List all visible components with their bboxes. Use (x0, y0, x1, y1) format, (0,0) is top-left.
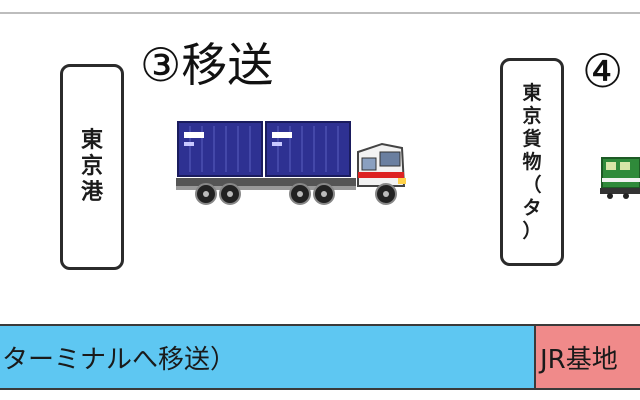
step-4-title: ④ (582, 44, 624, 98)
tokyo-port-label: 東 京 港 (81, 128, 103, 206)
top-frame-line (0, 0, 640, 14)
tokyo-port-box: 東 京 港 (60, 64, 124, 270)
tokyo-freight-char: 物 (522, 150, 542, 173)
step-3-title: ③移送 (140, 38, 274, 92)
tokyo-freight-char: タ (522, 196, 542, 219)
jr-base-band: JR基地 (536, 324, 640, 390)
tokyo-port-char: 東 (80, 128, 103, 153)
tokyo-freight-char: 東 (522, 81, 542, 104)
tokyo-freight-char: 京 (522, 104, 542, 127)
transport-to-terminal-band: ターミナルへ移送） (0, 324, 536, 390)
tokyo-port-char: 港 (80, 180, 103, 205)
freight-locomotive-icon (600, 157, 640, 199)
jr-base-band-label: JR基地 (540, 344, 618, 375)
tokyo-freight-char: ） (522, 219, 542, 242)
tokyo-freight-terminal-box: 東 京 貨 物 （ タ ） (500, 58, 564, 266)
tokyo-freight-char: 貨 (522, 127, 542, 150)
tokyo-port-char: 京 (80, 154, 103, 179)
tokyo-freight-char: （ (522, 173, 542, 196)
transport-band-label: ターミナルへ移送） (2, 344, 237, 375)
tokyo-freight-terminal-label: 東 京 貨 物 （ タ ） (522, 82, 541, 243)
container-truck-icon (176, 121, 406, 205)
